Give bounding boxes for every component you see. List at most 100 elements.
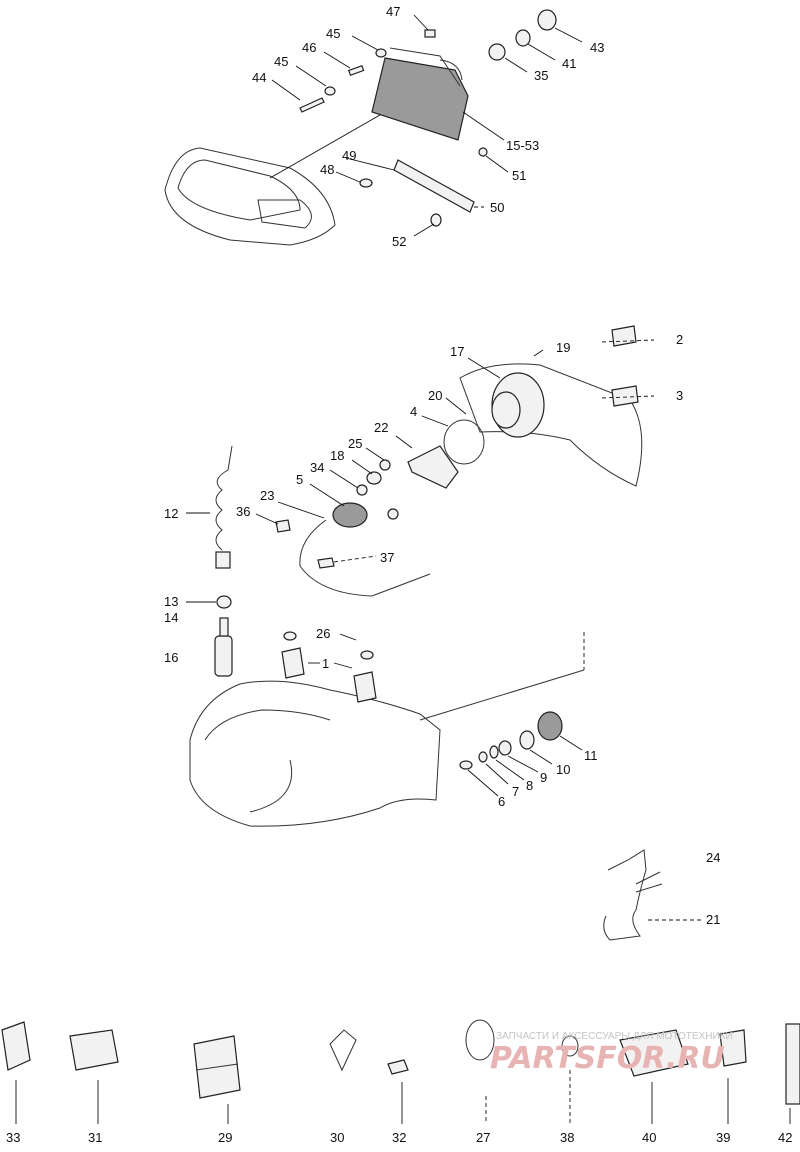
callout-48: 48 (320, 162, 334, 177)
callout-49: 49 (342, 148, 356, 163)
switch-16 (214, 635, 233, 677)
callout-25: 25 (348, 436, 362, 451)
nut-51 (478, 147, 488, 157)
grommet-26a (283, 631, 297, 641)
callout-41: 41 (562, 56, 576, 71)
hardware-row (1, 1019, 800, 1124)
callout-45: 45 (326, 26, 340, 41)
headlight-assembly (164, 9, 583, 246)
callout-33: 33 (6, 1130, 20, 1145)
callout-16: 16 (164, 650, 178, 665)
switch-1b (353, 671, 377, 703)
screw-48 (359, 178, 373, 188)
bracket-22 (407, 445, 459, 489)
washer-7 (478, 751, 488, 763)
callout-34: 34 (310, 460, 324, 475)
washer-45 (375, 48, 387, 58)
headlight (371, 57, 469, 141)
callout-37: 37 (380, 550, 394, 565)
washer-18 (366, 471, 382, 485)
connector-33 (1, 1021, 31, 1071)
callout-43: 43 (590, 40, 604, 55)
callout-40: 40 (642, 1130, 656, 1145)
callout-15-53: 15-53 (506, 138, 539, 153)
callout-26: 26 (316, 626, 330, 641)
connector-3 (611, 385, 639, 407)
callout-50: 50 (490, 200, 504, 215)
callout-7: 7 (512, 784, 519, 799)
harness-assembly (603, 849, 702, 941)
callout-27: 27 (476, 1130, 490, 1145)
body-outline (189, 680, 441, 827)
callout-30: 30 (330, 1130, 344, 1145)
callout-8: 8 (526, 778, 533, 793)
callout-6: 6 (498, 794, 505, 809)
clamp-38 (561, 1035, 579, 1057)
callout-47: 47 (386, 4, 400, 19)
grommet-26b (360, 650, 374, 660)
sender-11 (537, 711, 563, 741)
callout-22: 22 (374, 420, 388, 435)
ring-41 (515, 29, 531, 47)
grommet-34 (356, 484, 368, 496)
screw-47 (424, 29, 436, 38)
watermark-brand: PARTSFOR.RU (490, 1041, 725, 1076)
callout-labels: 47 45 46 45 44 43 41 35 15-53 49 48 51 5… (6, 4, 792, 1145)
watermark-subtitle: ЗАПЧАСТИ И АКСЕССУАРЫ ДЛЯ МОТОТЕХНИКИ (496, 1031, 733, 1042)
callout-9: 9 (540, 770, 547, 785)
coil-cord-12 (215, 445, 233, 551)
callout-35: 35 (534, 68, 548, 83)
callout-14: 14 (164, 610, 178, 625)
callout-52: 52 (392, 234, 406, 249)
spring-46 (347, 64, 365, 76)
switch-1a (281, 647, 305, 679)
bracket-50 (393, 159, 475, 213)
washer-45b (324, 86, 336, 96)
fuse-39 (719, 1029, 747, 1067)
callout-31: 31 (88, 1130, 102, 1145)
cap-43 (537, 9, 557, 31)
ring-4 (443, 419, 485, 465)
nut-52 (430, 213, 442, 227)
harness-24 (603, 849, 647, 941)
callout-10: 10 (556, 762, 570, 777)
nut-6 (459, 760, 473, 770)
callout-44: 44 (252, 70, 266, 85)
watermark: ЗАПЧАСТИ И АКСЕССУАРЫ ДЛЯ МОТОТЕХНИКИ PA… (490, 1031, 733, 1076)
callout-24: 24 (706, 850, 720, 865)
nut-25 (379, 459, 391, 471)
nut-13 (216, 595, 232, 609)
callout-29: 29 (218, 1130, 232, 1145)
terminal-30 (329, 1029, 357, 1072)
cable-tie-27 (465, 1019, 495, 1061)
callout-39: 39 (716, 1130, 730, 1145)
callout-20: 20 (428, 388, 442, 403)
callout-23: 23 (260, 488, 274, 503)
callout-2: 2 (676, 332, 683, 347)
callout-3: 3 (676, 388, 683, 403)
callout-36: 36 (236, 504, 250, 519)
callout-46: 46 (302, 40, 316, 55)
callout-12: 12 (164, 506, 178, 521)
callout-4: 4 (410, 404, 417, 419)
callout-32: 32 (392, 1130, 406, 1145)
ring-10 (519, 730, 535, 750)
bulb-35 (488, 43, 506, 61)
fuse-holder-40 (619, 1029, 689, 1077)
cable-23 (299, 519, 431, 597)
fuse-strip-42 (785, 1023, 800, 1105)
callout-18: 18 (330, 448, 344, 463)
callout-19: 19 (556, 340, 570, 355)
console-outline (459, 363, 643, 487)
callout-51: 51 (512, 168, 526, 183)
hood-outline (164, 147, 336, 246)
screw-44 (299, 97, 325, 113)
callout-42: 42 (778, 1130, 792, 1145)
connector-31 (69, 1029, 119, 1071)
callout-45b: 45 (274, 54, 288, 69)
terminal-32 (387, 1059, 409, 1075)
grommet-37 (317, 557, 335, 569)
tether-assembly (186, 445, 233, 677)
callout-38: 38 (560, 1130, 574, 1145)
washer-9 (498, 740, 512, 756)
